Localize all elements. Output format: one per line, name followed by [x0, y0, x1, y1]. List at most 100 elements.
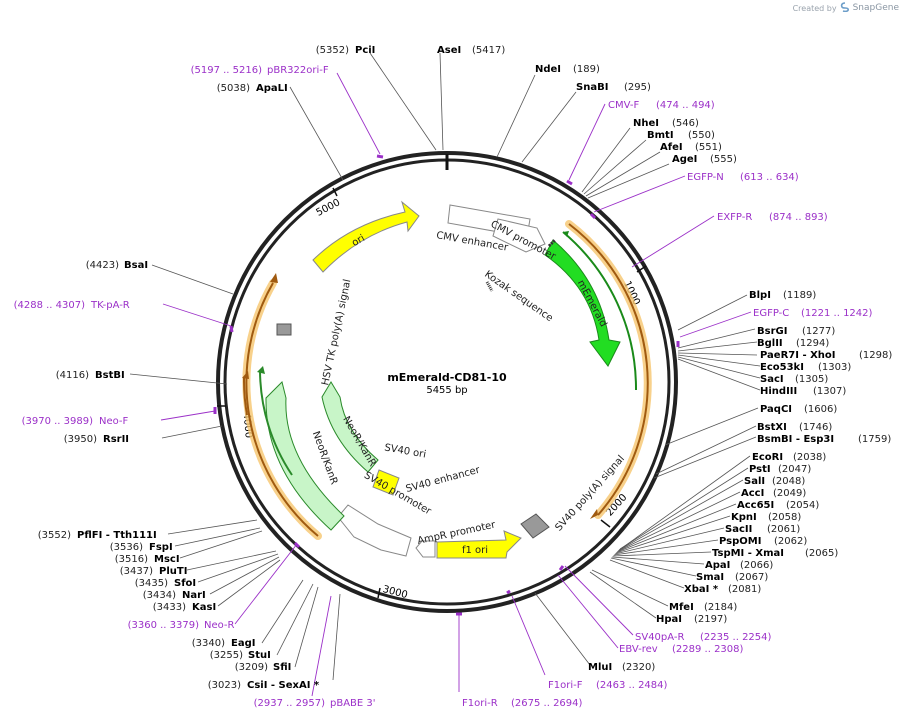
primer-range-tk-pa-r: (4288 .. 4307) [14, 300, 86, 311]
enzyme-name-kasi: KasI [192, 602, 216, 613]
enzyme-name-afei: AfeI [660, 142, 683, 153]
enzyme-pos-nhei: (546) [672, 118, 699, 129]
primer-range-f1ori-r: (2675 .. 2694) [511, 698, 583, 709]
enzyme-name-ndei: NdeI [535, 64, 561, 75]
enzyme-name-sfii: SfiI [273, 662, 291, 673]
primer-range-pbr322ori-f: (5197 .. 5216) [191, 65, 263, 76]
primer-name-cmv-f: CMV-F [608, 100, 639, 111]
enzyme-pos-agei: (555) [710, 154, 737, 165]
enzyme-pos-paqci: (1606) [804, 404, 837, 415]
feature-arrows [257, 200, 638, 559]
enzyme-name-pflfi-tth111i: PflFI - Tth111I [77, 530, 157, 541]
primer-leaders [160, 72, 752, 697]
enzyme-pos-sfii: (3209) [235, 662, 268, 673]
enzyme-name-agei: AgeI [672, 154, 697, 165]
enzyme-pos-bmti: (550) [688, 130, 715, 141]
enzyme-pos-snabi: (295) [624, 82, 651, 93]
enzyme-name-saci: SacI [760, 374, 784, 385]
primer-range-neo-r: (3360 .. 3379) [128, 620, 200, 631]
snapgene-credit: Created by SnapGene [793, 2, 899, 14]
primer-name-neo-f: Neo-F [99, 416, 129, 427]
enzyme-pos-bstxi: (1746) [799, 422, 832, 433]
enzyme-pos-sfoi: (3435) [135, 578, 168, 589]
primer-name-sv40pa-r: SV40pA-R [635, 632, 684, 643]
enzyme-pos-hindiii: (1307) [813, 386, 846, 397]
credit-prefix: Created by [792, 3, 837, 13]
enzyme-name-bmti: BmtI [647, 130, 674, 141]
feature-label-sv40-ori: SV40 ori [383, 442, 426, 460]
enzyme-pos-mlui: (2320) [622, 662, 655, 673]
enzyme-name-pluti: PluTI [159, 566, 187, 577]
enzyme-name-acc65i: Acc65I [737, 500, 774, 511]
enzyme-pos-bsai: (4423) [86, 260, 119, 271]
enzyme-name-pcii: PciI [355, 45, 375, 56]
enzyme-pos-blpi: (1189) [783, 290, 816, 301]
feature-label-f1-ori: f1 ori [462, 545, 488, 556]
primer-name-neo-r: Neo-R [204, 620, 235, 631]
enzyme-pos-sacii: (2061) [767, 524, 800, 535]
enzyme-name-bstxi: BstXI [757, 422, 787, 433]
credit-brand: SnapGene [852, 3, 899, 13]
enzyme-pos-fspi: (3536) [110, 542, 143, 553]
enzyme-name-paqci: PaqCI [760, 404, 792, 415]
enzyme-name-eagi: EagI [231, 638, 255, 649]
enzyme-name-sfoi: SfoI [174, 578, 196, 589]
primer-range-cmv-f: (474 .. 494) [656, 100, 715, 111]
backbone-outer-ring [216, 151, 678, 613]
enzyme-pos-nari: (3434) [143, 590, 176, 601]
primer-range-sv40pa-r: (2235 .. 2254) [700, 632, 772, 643]
enzyme-name-bsmbi-esp3i: BsmBI - Esp3I [757, 434, 834, 445]
enzyme-pos-asei: (5417) [472, 45, 505, 56]
enzyme-name-stui: StuI [248, 650, 271, 661]
enzyme-name-ecori: EcoRI [752, 452, 783, 463]
primer-range-f1ori-f: (2463 .. 2484) [596, 680, 668, 691]
enzyme-name-fspi: FspI [149, 542, 173, 553]
enzyme-pos-ndei: (189) [573, 64, 600, 75]
neor-kanr-outer-arrow [265, 381, 345, 531]
enzyme-name-mlui: MluI [588, 662, 612, 673]
enzyme-pos-csii-sexai: (3023) [208, 680, 241, 691]
plasmid-name: mEmerald-CD81-10 [387, 371, 507, 384]
enzyme-pos-kasi: (3433) [153, 602, 186, 613]
enzyme-pos-bstbi: (4116) [56, 370, 89, 381]
hsv-tk-polya-box [276, 323, 292, 336]
enzyme-leaders [129, 52, 761, 681]
enzyme-name-snabi: SnaBI [576, 82, 608, 93]
cmv-promoter-arrow [492, 218, 546, 253]
enzyme-name-sali: SalI [744, 476, 765, 487]
enzyme-name-xbai: XbaI * [684, 584, 719, 595]
enzyme-name-pspomi: PspOMI [719, 536, 761, 547]
enzyme-name-nari: NarI [182, 590, 206, 601]
enzyme-pos-acc65i: (2054) [786, 500, 819, 511]
f1-ori-arrow [436, 530, 522, 559]
primer-marks [213, 154, 680, 616]
primer-name-pbabe-3: pBABE 3' [330, 698, 376, 709]
enzyme-pos-ecori: (2038) [793, 452, 826, 463]
enzyme-name-tspmi-xmai: TspMI - XmaI [712, 548, 784, 559]
sv40-promoter-arrow [337, 504, 412, 557]
enzyme-pos-eco53ki: (1303) [818, 362, 851, 373]
kozak-marker [485, 281, 494, 292]
enzyme-pos-smai: (2067) [735, 572, 768, 583]
enzyme-name-psti: PstI [749, 464, 771, 475]
enzyme-name-hindiii: HindIII [760, 386, 797, 397]
primer-range-egfp-n: (613 .. 634) [740, 172, 799, 183]
primer-name-f1ori-r: F1ori-R [462, 698, 498, 709]
enzyme-pos-stui: (3255) [210, 650, 243, 661]
enzyme-name-bsai: BsaI [124, 260, 148, 271]
feature-label-neor-kanr-outer: NeoR/KanR [310, 430, 339, 486]
sv40-polya-arrow [520, 513, 550, 539]
enzyme-pos-apali: (5038) [217, 83, 250, 94]
feature-label-kozak: Kozak sequence [482, 269, 554, 324]
enzyme-name-sacii: SacII [725, 524, 752, 535]
enzyme-pos-xbai: (2081) [728, 584, 761, 595]
enzyme-name-msci: MscI [154, 554, 180, 565]
orf-arcs [242, 220, 652, 540]
primer-name-tk-pa-r: TK-pA-R [90, 300, 130, 311]
primer-range-ebv-rev: (2289 .. 2308) [672, 644, 744, 655]
enzyme-name-csii-sexai: CsiI - SexAI * [247, 680, 320, 691]
enzyme-pos-hpai: (2197) [694, 614, 727, 625]
feature-label-sv40-enhancer: SV40 enhancer [405, 464, 482, 495]
snapgene-logo-icon [840, 2, 850, 14]
